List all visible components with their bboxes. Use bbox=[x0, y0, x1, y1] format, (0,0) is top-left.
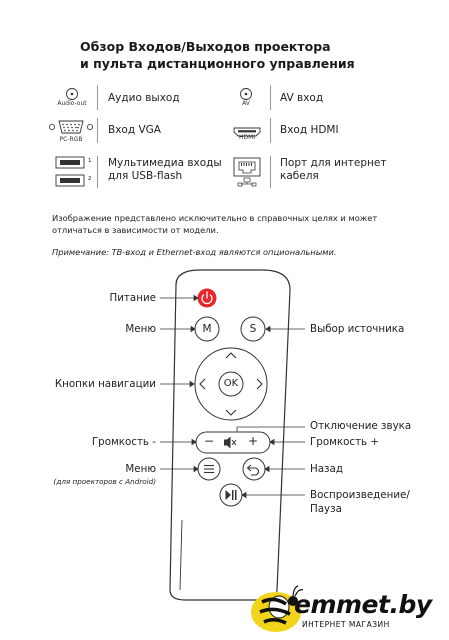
av-icon: AV bbox=[228, 86, 264, 110]
hdmi-caption: HDMI bbox=[238, 134, 256, 141]
navigation-ring[interactable] bbox=[194, 347, 268, 421]
menu-callout: Меню bbox=[125, 323, 156, 335]
title-line-2: и пульта дистанционного управления bbox=[80, 56, 355, 71]
ok-button[interactable] bbox=[218, 371, 244, 397]
av-caption: AV bbox=[242, 100, 250, 107]
vga-caption: PC-RGB bbox=[59, 136, 83, 143]
usb-label-line-1: Мультимедиа входы bbox=[108, 157, 222, 169]
hamburger-icon bbox=[204, 464, 214, 474]
audio-out-caption: Audio-out bbox=[57, 100, 87, 107]
logo-tagline: ИНТЕРНЕТ МАГАЗИН bbox=[302, 620, 390, 629]
vol-plus-callout-arrow bbox=[269, 438, 275, 446]
audio-out-icon: Audio-out bbox=[52, 86, 92, 110]
nav-callout-arrow bbox=[189, 380, 195, 388]
usb-icon bbox=[54, 154, 96, 190]
source-callout-arrow bbox=[265, 325, 271, 333]
disclaimer-note: Изображение представлено исключительно в… bbox=[52, 212, 402, 236]
vol-minus-callout-arrow bbox=[191, 438, 197, 446]
power-callout: Питание bbox=[109, 292, 156, 304]
remote-body bbox=[169, 269, 291, 601]
nav-down-icon[interactable] bbox=[225, 409, 237, 416]
hdmi-label: Вход HDMI bbox=[280, 124, 339, 136]
play-pause-callout: Воспроизведение/ Пауза bbox=[310, 489, 410, 515]
android-note: (для проекторов с Android) bbox=[53, 477, 156, 486]
volume-rocker[interactable] bbox=[195, 431, 271, 454]
source-button-label: S bbox=[249, 323, 257, 335]
ethernet-label: Порт для интернет кабеля bbox=[280, 157, 386, 183]
bee-logo-icon bbox=[251, 585, 304, 632]
volume-plus-callout: Громкость + bbox=[310, 436, 380, 448]
nav-up-icon[interactable] bbox=[225, 352, 237, 359]
menu-button-label: M bbox=[202, 323, 212, 335]
power-icon bbox=[201, 291, 213, 305]
power-callout-arrow bbox=[193, 294, 199, 302]
volume-minus-label: − bbox=[204, 434, 215, 448]
audio-out-label: Аудио выход bbox=[108, 92, 180, 104]
port-divider bbox=[97, 156, 98, 188]
play-callout-arrow bbox=[241, 491, 247, 499]
usb-label-line-2: для USB-flash bbox=[108, 170, 183, 182]
android-menu-callout: Меню bbox=[125, 463, 156, 475]
ethernet-icon bbox=[231, 157, 263, 187]
port-divider bbox=[270, 156, 271, 188]
back-button[interactable] bbox=[242, 457, 266, 481]
port-divider bbox=[270, 118, 271, 143]
disclaimer-line-1: Изображение представлено исключительно в… bbox=[52, 213, 378, 223]
remark-note: Примечание: ТВ-вход и Ethernet-вход явля… bbox=[52, 247, 337, 257]
volume-minus-callout: Громкость - bbox=[91, 436, 156, 448]
logo-brand: emmet.by bbox=[294, 590, 432, 619]
navigation-callout: Кнопки навигации bbox=[54, 378, 156, 390]
port-divider bbox=[97, 118, 98, 143]
av-label: AV вход bbox=[280, 92, 324, 104]
ethernet-label-line-2: кабеля bbox=[280, 170, 319, 182]
nav-right-icon[interactable] bbox=[256, 378, 263, 390]
play-pause-icon bbox=[225, 490, 237, 500]
volume-plus-label: + bbox=[247, 434, 259, 448]
android-menu-callout-arrow bbox=[193, 465, 199, 473]
source-callout: Выбор источника bbox=[310, 323, 405, 335]
usb-label: Мультимедиа входы для USB-flash bbox=[108, 157, 222, 183]
vga-icon: PC-RGB bbox=[48, 119, 94, 145]
back-arrow-icon bbox=[246, 464, 260, 476]
play-pause-callout-line-2: Пауза bbox=[310, 503, 342, 515]
usb-port-2-number: 2 bbox=[88, 176, 92, 182]
mute-callout: Отключение звука bbox=[310, 420, 412, 432]
play-pause-callout-line-1: Воспроизведение/ bbox=[310, 489, 410, 501]
menu-callout-arrow bbox=[190, 325, 196, 333]
remote-side-edge bbox=[179, 519, 183, 591]
back-callout-arrow bbox=[264, 465, 270, 473]
ok-button-label: OK bbox=[223, 378, 239, 389]
hdmi-icon: HDMI bbox=[230, 122, 264, 144]
page-title: Обзор Входов/Выходов проектора и пульта … bbox=[80, 38, 420, 72]
port-divider bbox=[97, 85, 98, 110]
vga-label: Вход VGA bbox=[108, 124, 161, 136]
mute-icon[interactable] bbox=[224, 436, 237, 449]
source-button[interactable] bbox=[240, 316, 266, 342]
ethernet-label-line-1: Порт для интернет bbox=[280, 157, 387, 169]
title-line-1: Обзор Входов/Выходов проектора bbox=[80, 39, 331, 54]
back-callout: Назад bbox=[310, 463, 343, 475]
port-divider bbox=[270, 85, 271, 110]
disclaimer-line-2: отличаться в зависимости от модели. bbox=[52, 225, 219, 235]
nav-left-icon[interactable] bbox=[199, 378, 206, 390]
usb-port-1-number: 1 bbox=[88, 158, 92, 164]
